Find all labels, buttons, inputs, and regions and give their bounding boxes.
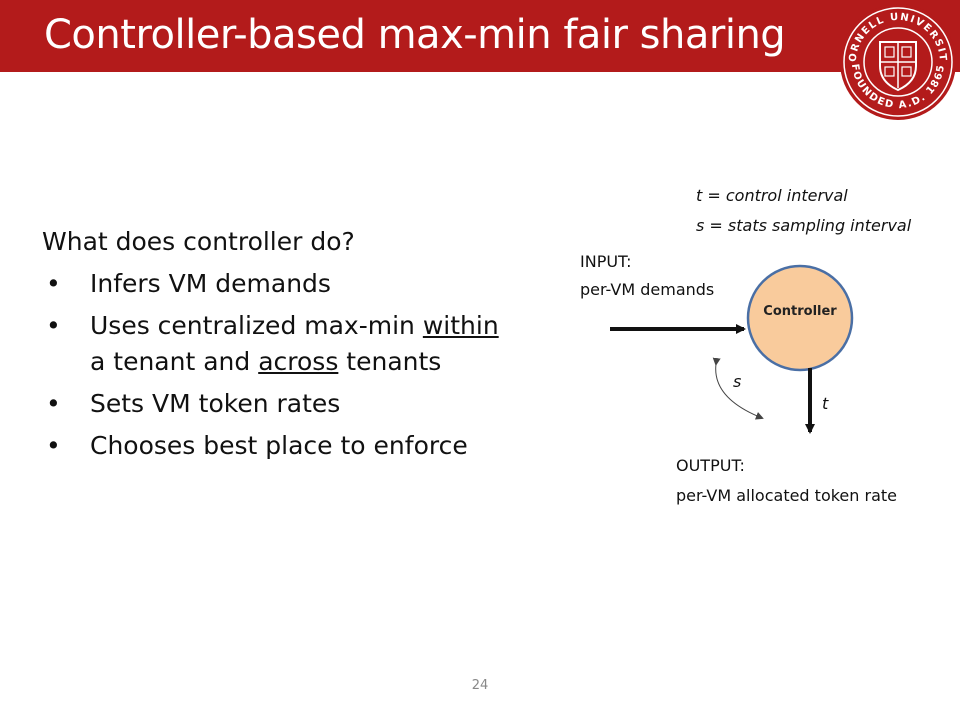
input-value: per-VM demands — [580, 280, 715, 299]
bullet-list: • Infers VM demands • Uses centralized m… — [42, 266, 602, 464]
bullet-text-part: Uses centralized max-min — [90, 311, 423, 340]
bullet-text-part: a tenant and — [90, 347, 259, 376]
bullet-item: • Uses centralized max-min within a tena… — [42, 308, 602, 380]
output-label: OUTPUT: — [676, 456, 745, 475]
legend-s: s = stats sampling interval — [696, 216, 912, 235]
legend-t: t = control interval — [696, 186, 848, 205]
underlined-word-within: within — [422, 311, 499, 340]
bullet-item: • Sets VM token rates — [42, 386, 602, 422]
bullet-dot: • — [46, 269, 61, 298]
bullet-dot: • — [46, 311, 61, 340]
lead-question: What does controller do? — [42, 227, 355, 256]
bullet-dot: • — [46, 389, 61, 418]
output-value: per-VM allocated token rate — [676, 486, 897, 505]
body-text: What does controller do? • Infers VM dem… — [42, 224, 602, 464]
s-label: s — [733, 372, 742, 391]
bullet-item: • Chooses best place to enforce — [42, 428, 602, 464]
bullet-text-part: tenants — [338, 347, 442, 376]
underlined-word-across: across — [258, 347, 339, 376]
t-label: t — [822, 394, 829, 413]
controller-label: Controller — [763, 304, 837, 319]
bullet-item: • Infers VM demands — [42, 266, 602, 302]
bullet-dot: • — [46, 431, 61, 460]
slide-title: Controller-based max-min fair sharing — [44, 12, 786, 58]
bullet-text: Sets VM token rates — [90, 389, 341, 418]
title-bar: Controller-based max-min fair sharing — [0, 0, 960, 72]
bullet-text: Infers VM demands — [90, 269, 331, 298]
input-label: INPUT: — [580, 252, 632, 271]
cornell-seal-logo: CORNELL UNIVERSITY FOUNDED A.D. 1865 — [838, 2, 956, 120]
bullet-text: Chooses best place to enforce — [90, 431, 468, 460]
page-number: 24 — [471, 678, 489, 693]
